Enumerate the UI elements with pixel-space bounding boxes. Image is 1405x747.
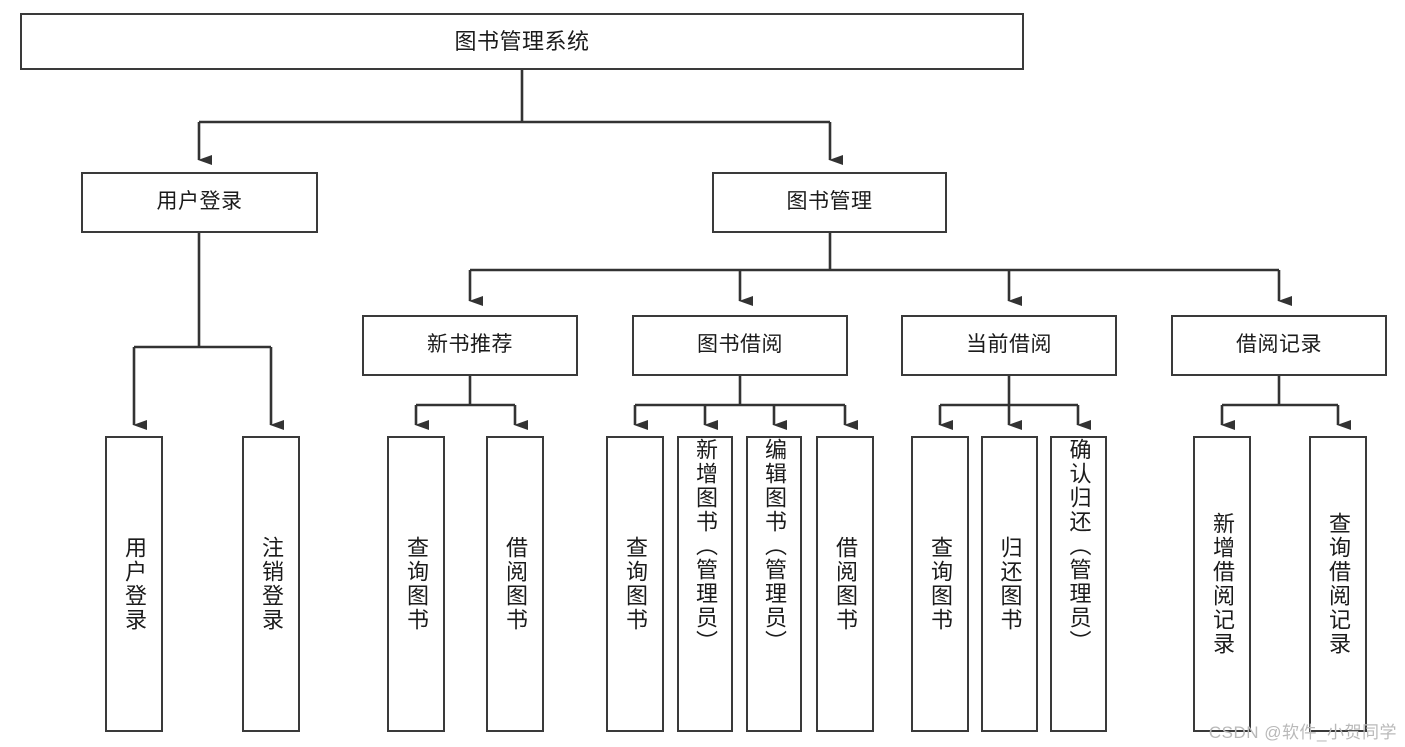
node-label: 用户登录 bbox=[156, 190, 243, 214]
leaf-return-book[interactable]: 归还图书 bbox=[981, 436, 1038, 732]
node-book-borrow[interactable]: 图书借阅 bbox=[632, 315, 848, 376]
node-label: 图书借阅 bbox=[697, 333, 783, 357]
leaf-borrow-book-newbook[interactable]: 借阅图书 bbox=[486, 436, 544, 732]
leaf-label: 注销登录 bbox=[258, 536, 284, 632]
node-user-login[interactable]: 用户登录 bbox=[81, 172, 318, 233]
leaf-label: 查询图书 bbox=[927, 536, 953, 632]
leaf-query-book-current[interactable]: 查询图书 bbox=[911, 436, 969, 732]
node-current-borrow[interactable]: 当前借阅 bbox=[901, 315, 1117, 376]
leaf-query-book-newbook[interactable]: 查询图书 bbox=[387, 436, 445, 732]
csdn-watermark: CSDN @软件_小贺同学 bbox=[1208, 723, 1397, 742]
leaf-label: 确认归还（管理员） bbox=[1066, 438, 1092, 654]
leaf-query-book-borrow[interactable]: 查询图书 bbox=[606, 436, 664, 732]
leaf-label: 编辑图书（管理员） bbox=[761, 438, 787, 654]
leaf-confirm-return-admin[interactable]: 确认归还（管理员） bbox=[1050, 436, 1107, 732]
leaf-label: 借阅图书 bbox=[832, 536, 858, 632]
leaf-add-book-admin[interactable]: 新增图书（管理员） bbox=[677, 436, 733, 732]
leaf-label: 归还图书 bbox=[997, 536, 1023, 632]
leaf-logout-login[interactable]: 注销登录 bbox=[242, 436, 300, 732]
leaf-label: 借阅图书 bbox=[502, 536, 528, 632]
leaf-label: 用户登录 bbox=[121, 536, 147, 632]
node-label: 借阅记录 bbox=[1236, 333, 1322, 357]
leaf-edit-book-admin[interactable]: 编辑图书（管理员） bbox=[746, 436, 802, 732]
leaf-borrow-book[interactable]: 借阅图书 bbox=[816, 436, 874, 732]
leaf-label: 查询图书 bbox=[622, 536, 648, 632]
leaf-user-login[interactable]: 用户登录 bbox=[105, 436, 163, 732]
node-label: 新书推荐 bbox=[427, 333, 513, 357]
leaf-query-borrow-record[interactable]: 查询借阅记录 bbox=[1309, 436, 1367, 732]
node-book-manage[interactable]: 图书管理 bbox=[712, 172, 947, 233]
leaf-add-borrow-record[interactable]: 新增借阅记录 bbox=[1193, 436, 1251, 732]
leaf-label: 新增借阅记录 bbox=[1209, 512, 1235, 656]
node-label: 图书管理系统 bbox=[454, 28, 590, 54]
leaf-label: 查询借阅记录 bbox=[1325, 512, 1351, 656]
node-new-book-recommend[interactable]: 新书推荐 bbox=[362, 315, 578, 376]
node-root-system[interactable]: 图书管理系统 bbox=[20, 13, 1024, 70]
leaf-label: 新增图书（管理员） bbox=[692, 438, 718, 654]
leaf-label: 查询图书 bbox=[403, 536, 429, 632]
node-label: 当前借阅 bbox=[966, 333, 1052, 357]
node-label: 图书管理 bbox=[786, 190, 873, 214]
node-borrow-record[interactable]: 借阅记录 bbox=[1171, 315, 1387, 376]
